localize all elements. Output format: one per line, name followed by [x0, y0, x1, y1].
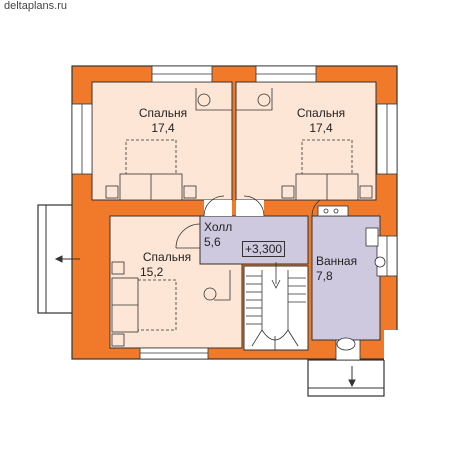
hall-area: 5,6	[204, 235, 221, 249]
bedroom-sw-name: Спальня	[142, 250, 192, 264]
bedroom-nw-label: Спальня 17,4	[128, 106, 198, 136]
hall-label: Холл 5,6	[204, 220, 238, 250]
bedroom-nw-area: 17,4	[151, 121, 175, 135]
south-balcony	[307, 359, 385, 397]
bedroom-nw-name: Спальня	[138, 106, 188, 120]
bath-name: Ванная	[316, 254, 358, 268]
doors	[175, 195, 333, 249]
bedroom-ne-area: 17,4	[309, 121, 333, 135]
bedroom-ne-name: Спальня	[296, 106, 346, 120]
site-watermark: deltaplans.ru	[4, 0, 67, 12]
bath-label: Ванная 7,8	[316, 254, 357, 284]
bedroom-sw-label: Спальня 15,2	[132, 250, 202, 280]
staircase	[246, 262, 306, 350]
bath-area: 7,8	[316, 269, 333, 283]
bedroom-ne-label: Спальня 17,4	[286, 106, 356, 136]
balcony-arrows	[54, 255, 356, 388]
bedroom-sw-area: 15,2	[140, 265, 164, 279]
elevation-mark: +3,300	[242, 241, 286, 257]
hall-name: Холл	[204, 220, 233, 234]
furniture	[105, 88, 386, 351]
